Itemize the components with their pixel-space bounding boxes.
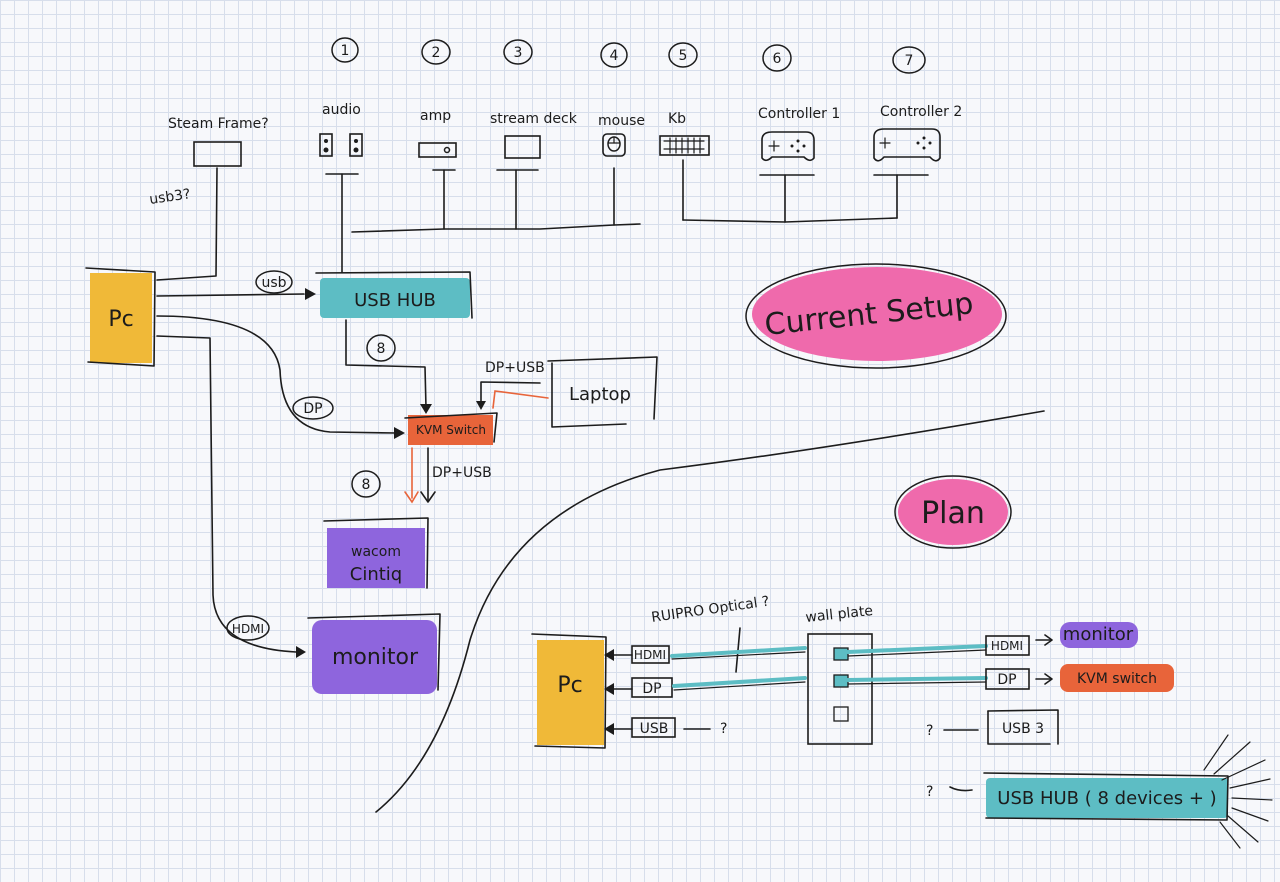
amp-icon bbox=[418, 142, 457, 158]
number-circle-5 bbox=[668, 42, 698, 68]
plan-pc-label: Pc bbox=[557, 673, 582, 698]
wall-port-3 bbox=[833, 706, 849, 722]
controller2-label: Controller 2 bbox=[880, 104, 962, 120]
number-circle-6 bbox=[762, 44, 792, 72]
number-8-bottom: 8 bbox=[362, 477, 371, 493]
plan-usb-hub-label: USB HUB ( 8 devices + ) bbox=[997, 788, 1216, 809]
wall-port-1 bbox=[833, 647, 849, 661]
keyboard-label: Kb bbox=[668, 111, 686, 127]
cintiq-label: Cintiq bbox=[350, 564, 402, 585]
number-circle-7 bbox=[892, 46, 926, 74]
mouse-label: mouse bbox=[598, 113, 645, 129]
wacom-box bbox=[327, 528, 425, 588]
plan-q2: ? bbox=[926, 784, 933, 800]
number-2: 2 bbox=[432, 45, 441, 61]
controller1-label: Controller 1 bbox=[758, 106, 840, 122]
plan-usb-port: USB bbox=[640, 721, 669, 737]
steam-frame-box bbox=[193, 141, 242, 167]
usb-tag: usb bbox=[261, 275, 286, 291]
many-devices-rays bbox=[1203, 734, 1273, 849]
plan-setup: Plan Pc HDMI DP USB ? RUIPRO Optical ? w… bbox=[531, 475, 1273, 849]
plan-badge bbox=[898, 479, 1008, 545]
number-circle-2 bbox=[421, 39, 451, 65]
stream-deck-label: stream deck bbox=[490, 111, 578, 127]
wall-plate-label: wall plate bbox=[805, 603, 874, 626]
number-4: 4 bbox=[610, 48, 619, 64]
wall-port-2 bbox=[833, 674, 849, 688]
number-6: 6 bbox=[773, 51, 782, 67]
usb-hub-label: USB HUB bbox=[354, 290, 436, 311]
device-cable-tree bbox=[325, 159, 929, 273]
number-3: 3 bbox=[514, 45, 523, 61]
number-1: 1 bbox=[341, 43, 350, 59]
hdmi-fiber-cable bbox=[670, 646, 807, 658]
number-8-top: 8 bbox=[377, 341, 386, 357]
plan-kvm-label: KVM switch bbox=[1077, 671, 1157, 687]
wall-plate-box bbox=[807, 633, 873, 745]
hdmi-tag: HDMI bbox=[232, 622, 264, 636]
plan-usb3-label: USB 3 bbox=[1002, 721, 1044, 737]
monitor-box bbox=[312, 620, 437, 694]
amp-label: amp bbox=[420, 108, 451, 124]
stream-deck-icon bbox=[504, 135, 541, 159]
number-circle-4 bbox=[600, 42, 628, 68]
plan-monitor-label: monitor bbox=[1063, 624, 1134, 645]
kvm-switch-box bbox=[408, 415, 493, 445]
kvm-switch-label: KVM Switch bbox=[416, 423, 486, 437]
dp-usb-top-label: DP+USB bbox=[485, 360, 545, 376]
plan-dp-right: DP bbox=[997, 672, 1016, 688]
mouse-icon bbox=[602, 133, 626, 157]
dp-fiber-cable bbox=[672, 676, 807, 688]
devices-row: Steam Frame? usb3? audio amp stream deck… bbox=[148, 102, 962, 208]
wacom-label: wacom bbox=[351, 544, 401, 560]
plan-usb-question: ? bbox=[720, 721, 727, 737]
section-divider bbox=[375, 410, 1045, 813]
plan-q1: ? bbox=[926, 723, 933, 739]
audio-label: audio bbox=[322, 102, 361, 118]
monitor-label: monitor bbox=[332, 645, 419, 670]
plan-hdmi-port: HDMI bbox=[634, 648, 666, 662]
device-numbers: 1 2 3 4 5 6 7 bbox=[331, 37, 926, 74]
number-5: 5 bbox=[679, 48, 688, 64]
usb3-question-label: usb3? bbox=[148, 186, 191, 208]
number-circle-1 bbox=[331, 37, 359, 63]
gamepad-icon-2 bbox=[873, 128, 941, 162]
pc-box bbox=[90, 273, 152, 363]
usb-hub-box bbox=[320, 278, 470, 318]
plan-dp-port: DP bbox=[642, 681, 661, 697]
dp-tag: DP bbox=[303, 401, 322, 417]
plan-hdmi-right: HDMI bbox=[991, 639, 1023, 653]
ruipro-label: RUIPRO Optical ? bbox=[650, 594, 770, 626]
steam-frame-label: Steam Frame? bbox=[168, 116, 269, 132]
plan-title: Plan bbox=[921, 496, 985, 531]
number-7: 7 bbox=[905, 53, 914, 69]
current-setup-badge bbox=[752, 267, 1002, 361]
current-setup: Pc USB HUB usb 8 DP KVM Switch Laptop DP… bbox=[85, 167, 1007, 694]
plan-pc-box bbox=[537, 640, 604, 745]
speaker-icon bbox=[319, 133, 363, 157]
plan-usb-hub-box bbox=[986, 778, 1228, 818]
number-circle-3 bbox=[503, 39, 533, 65]
laptop-label: Laptop bbox=[569, 384, 631, 405]
gamepad-icon-1 bbox=[761, 131, 815, 162]
pc-label: Pc bbox=[108, 307, 133, 332]
dp-usb-bottom-label: DP+USB bbox=[432, 465, 492, 481]
keyboard-icon bbox=[659, 135, 710, 156]
